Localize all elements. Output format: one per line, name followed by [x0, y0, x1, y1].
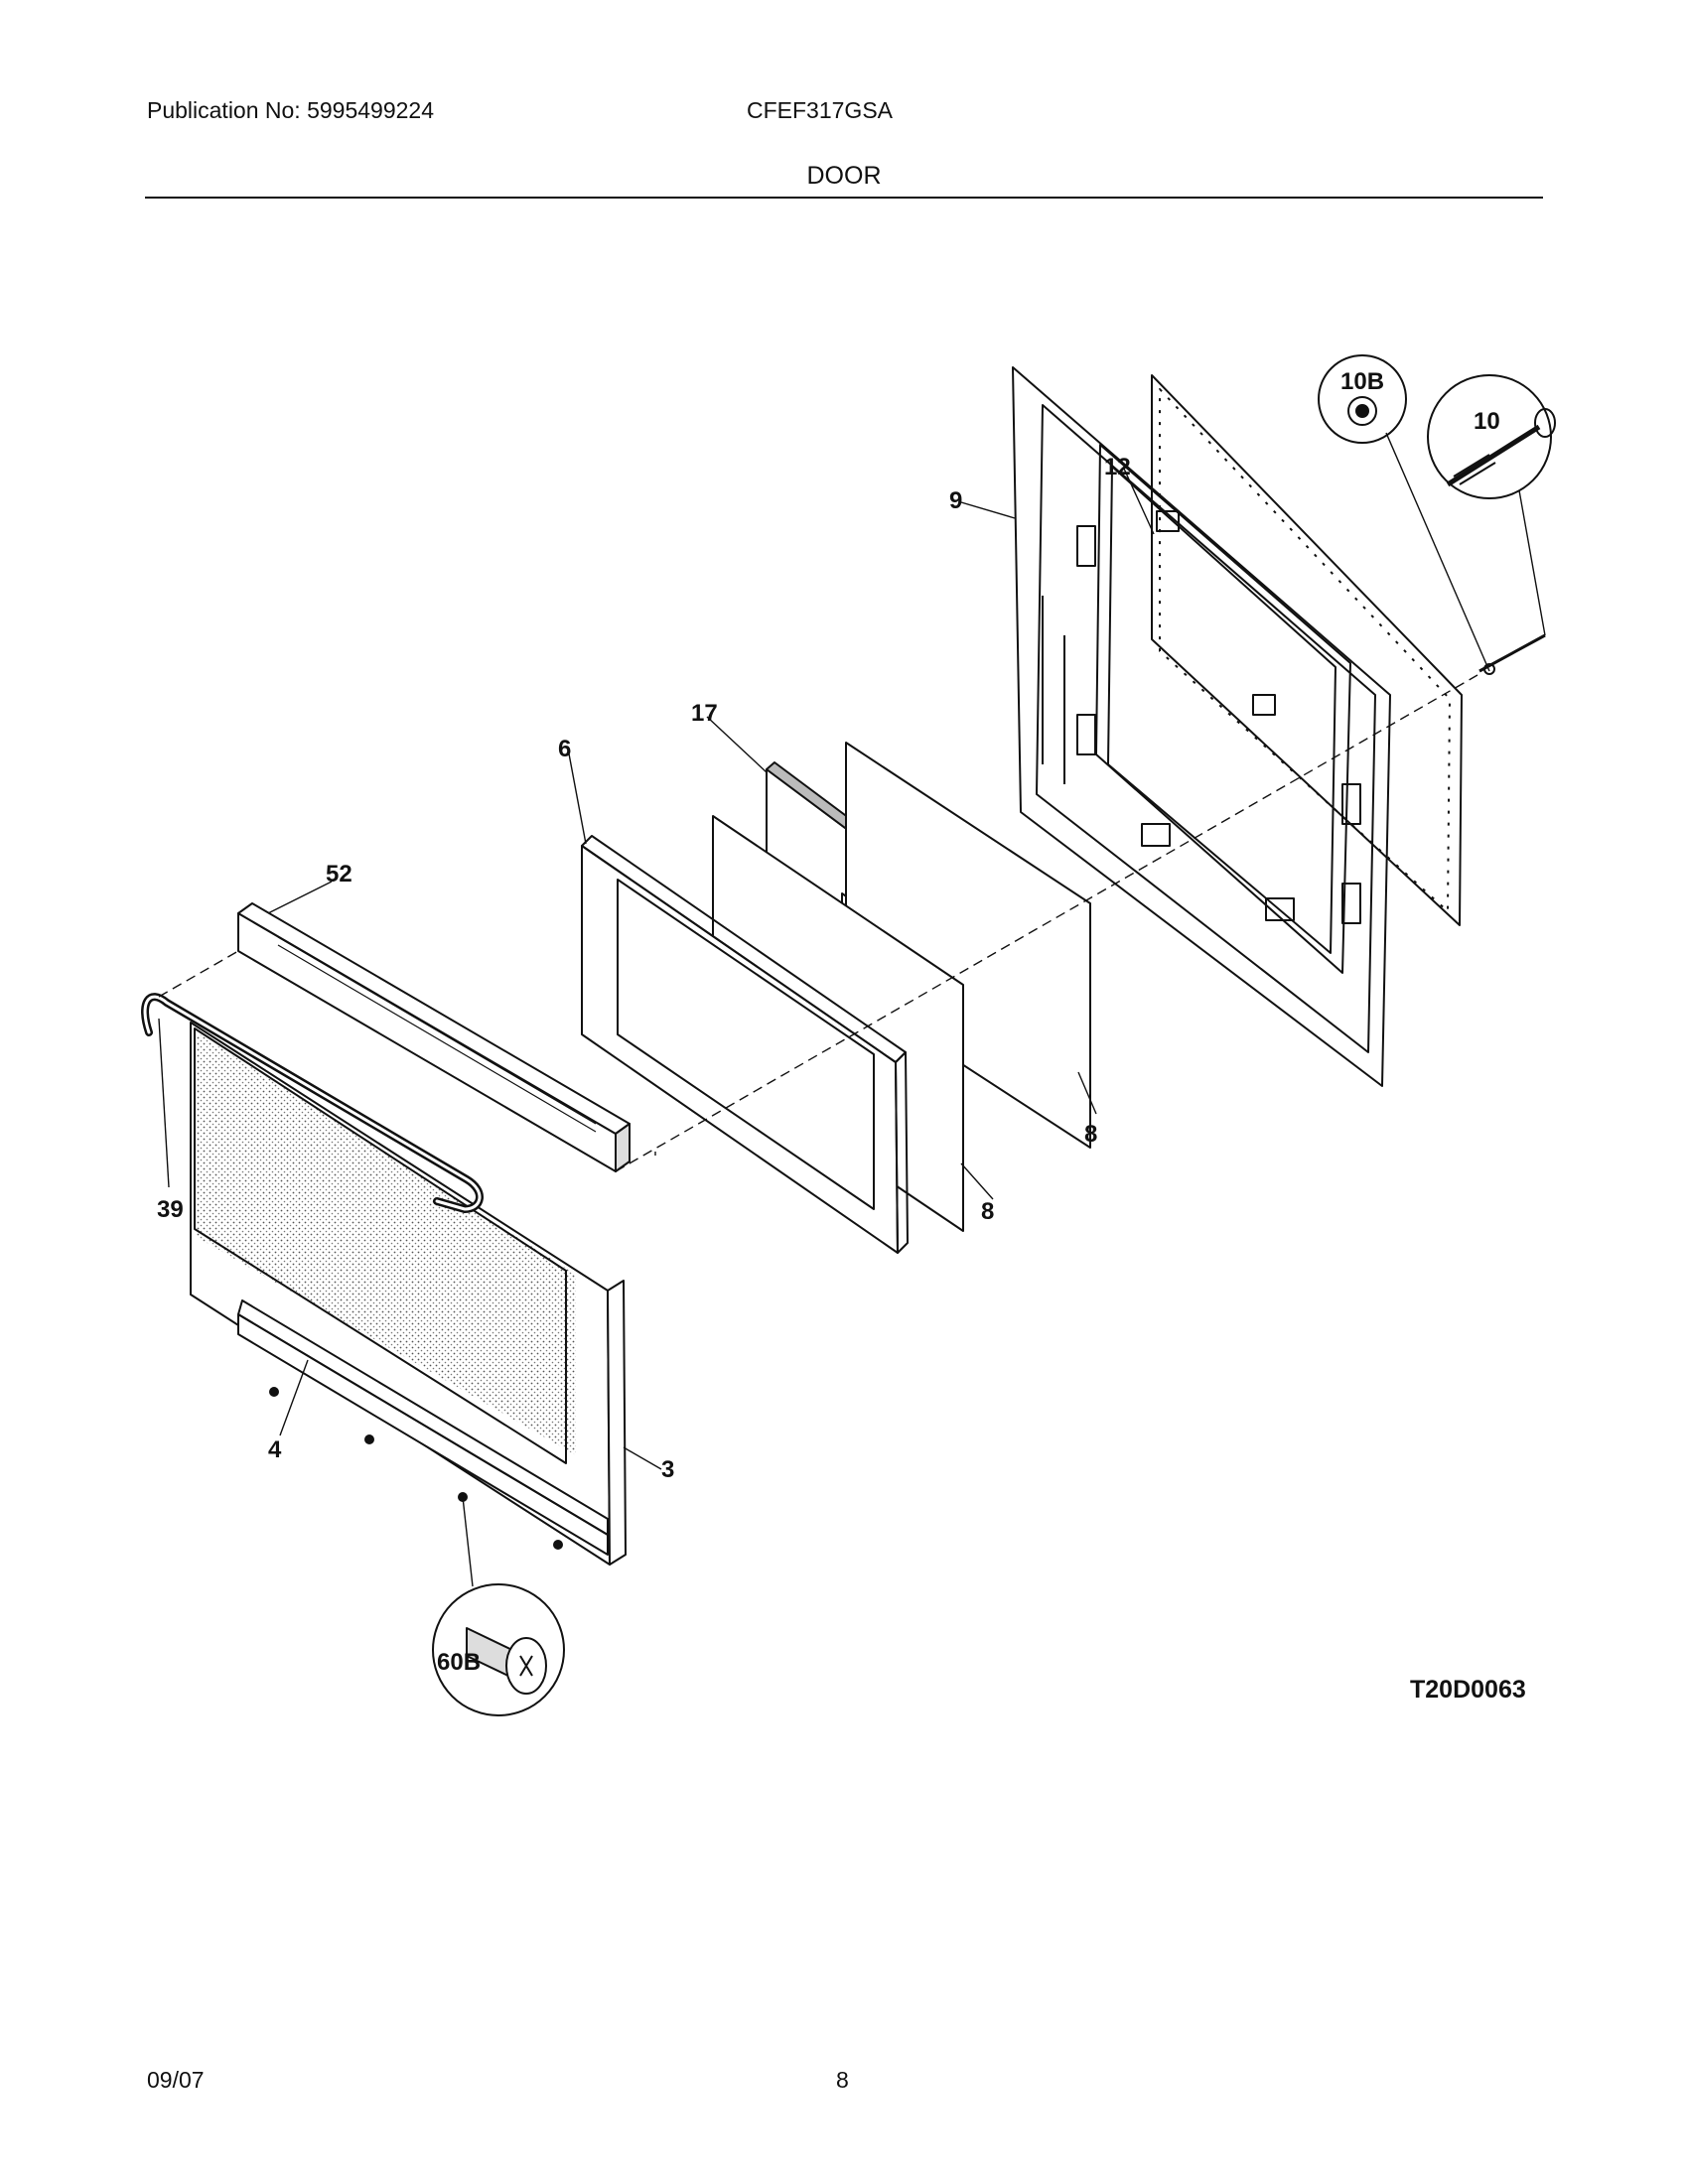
detail-10 — [1427, 374, 1556, 636]
bottom-trim — [237, 1299, 609, 1556]
hinge-screw — [1478, 633, 1546, 675]
door-liner-frame — [581, 835, 909, 1254]
part-callouts: 9 12 10B 10 17 6 52 39 8 8 4 3 60B — [157, 368, 1500, 1676]
callout-10: 10 — [1474, 408, 1500, 435]
alignment-lines — [158, 674, 1478, 1172]
detail-10b — [1318, 354, 1490, 672]
model-number: CFEF317GSA — [747, 97, 893, 123]
callout-6: 6 — [558, 736, 571, 762]
detail-60b — [432, 1496, 565, 1716]
callout-39: 39 — [157, 1196, 184, 1223]
diagram-code: T20D0063 — [1410, 1676, 1526, 1704]
callout-17: 17 — [691, 700, 718, 727]
publication-number: Publication No: 5995499224 — [147, 97, 435, 123]
callout-3: 3 — [661, 1456, 674, 1483]
outer-door-panel — [190, 1022, 627, 1566]
footer-date: 09/07 — [147, 2067, 205, 2093]
page-number: 8 — [836, 2067, 849, 2093]
header-divider — [145, 197, 1543, 199]
callout-12: 12 — [1104, 454, 1131, 480]
callout-8-rear: 8 — [1084, 1121, 1097, 1148]
top-trim-vent — [237, 902, 631, 1172]
section-title: DOOR — [806, 162, 882, 190]
callout-4: 4 — [268, 1436, 282, 1463]
door-seal — [1151, 374, 1463, 926]
callout-8-middle: 8 — [981, 1198, 994, 1225]
callout-9: 9 — [949, 487, 962, 514]
callout-52: 52 — [326, 861, 352, 887]
callout-60b: 60B — [437, 1649, 481, 1676]
leader-lines — [158, 468, 1155, 1470]
callout-10b: 10B — [1340, 368, 1384, 395]
